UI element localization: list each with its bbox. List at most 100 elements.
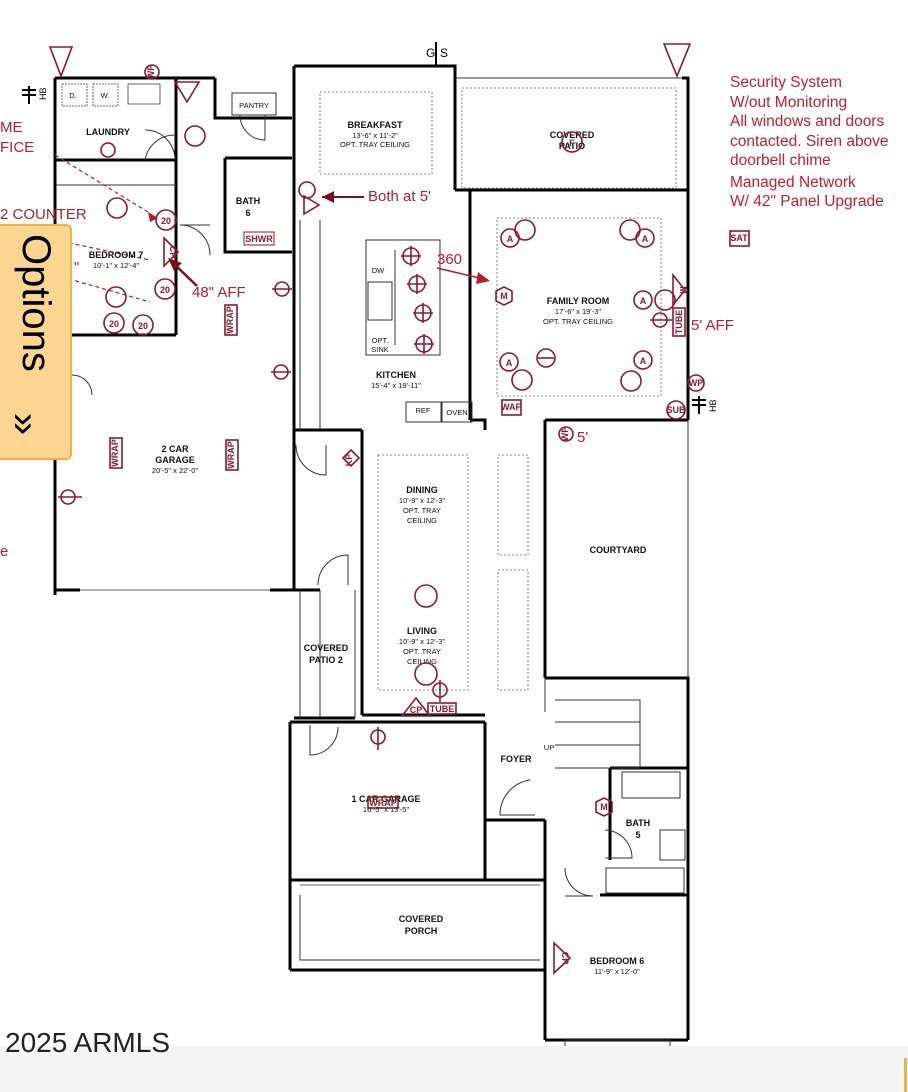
svg-text:TUBE: TUBE bbox=[430, 704, 455, 714]
svg-text:20: 20 bbox=[160, 285, 170, 295]
footer-bar bbox=[0, 1046, 908, 1092]
door-contact-icon bbox=[662, 43, 692, 79]
room-kitchen: KITCHEN bbox=[376, 370, 416, 380]
svg-text:20: 20 bbox=[109, 319, 119, 329]
svg-text:F: F bbox=[569, 138, 575, 148]
legend-line: Security System bbox=[730, 74, 842, 91]
svg-text:G: G bbox=[426, 46, 435, 60]
annotation-arrows bbox=[148, 191, 490, 287]
svg-text:GARAGE: GARAGE bbox=[155, 455, 195, 465]
svg-text:CEILING: CEILING bbox=[407, 516, 437, 525]
svg-text:WRAP: WRAP bbox=[226, 441, 236, 469]
svg-text:OVEN: OVEN bbox=[446, 408, 467, 417]
svg-text:5: 5 bbox=[635, 830, 640, 840]
svg-text:REF: REF bbox=[416, 406, 431, 415]
sensor-icon bbox=[514, 219, 536, 241]
legend-line: W/out Monitoring bbox=[730, 93, 848, 111]
room-dining: DINING bbox=[406, 485, 438, 495]
svg-text:WAF: WAF bbox=[501, 402, 521, 412]
svg-text:11'-9" x 12'-0": 11'-9" x 12'-0" bbox=[594, 967, 640, 976]
svg-text:A: A bbox=[507, 234, 514, 244]
svg-text:A: A bbox=[642, 234, 649, 244]
garage-doors bbox=[80, 589, 540, 886]
svg-text:WP: WP bbox=[146, 65, 156, 80]
svg-text:WRAP: WRAP bbox=[110, 439, 120, 467]
svg-text:A: A bbox=[640, 296, 647, 306]
room-bedroom7: BEDROOM 7 bbox=[89, 250, 144, 260]
annotation-both-at-5: Both at 5' bbox=[368, 188, 431, 205]
sensor-icon bbox=[654, 289, 676, 311]
sensor-icon bbox=[620, 370, 642, 392]
sensor-icon bbox=[414, 662, 438, 686]
annotation-office: FICE bbox=[0, 139, 34, 156]
legend-line: W/ 42" Panel Upgrade bbox=[730, 193, 884, 210]
svg-text:16'-5" x 13'-5": 16'-5" x 13'-5" bbox=[363, 805, 409, 814]
room-covered-patio2: COVERED bbox=[304, 643, 349, 653]
room-bath5: BATH bbox=[626, 818, 650, 828]
legend-line: Managed Network bbox=[730, 173, 856, 191]
scroll-indicator bbox=[904, 1058, 907, 1092]
svg-text:WP: WP bbox=[560, 427, 570, 442]
room-garage1: 1 CAR GARAGE bbox=[351, 794, 420, 804]
legend-line: doorbell chime bbox=[730, 152, 831, 169]
svg-text:SAT: SAT bbox=[730, 233, 748, 243]
room-labels: BREAKFAST 13'-6" x 11'-2" OPT. TRAY CEIL… bbox=[86, 101, 650, 976]
svg-text:S: S bbox=[440, 46, 448, 60]
room-foyer: FOYER bbox=[500, 754, 532, 764]
svg-text:PATIO: PATIO bbox=[559, 141, 585, 151]
options-label: Options bbox=[14, 234, 58, 372]
svg-text:TUBE: TUBE bbox=[674, 310, 684, 335]
copyright: 2025 ARMLS bbox=[5, 1027, 170, 1058]
doors bbox=[71, 114, 633, 897]
legend-line: All windows and doors bbox=[730, 113, 885, 130]
sensor-icon bbox=[100, 142, 116, 158]
legend-line: contacted. Siren above bbox=[730, 132, 889, 150]
svg-text:10'-1" x 12'-4": 10'-1" x 12'-4" bbox=[93, 261, 139, 270]
svg-text:CP: CP bbox=[560, 952, 570, 965]
room-family-room: FAMILY ROOM bbox=[547, 296, 610, 306]
svg-text:UP: UP bbox=[544, 743, 554, 752]
room-bedroom6: BEDROOM 6 bbox=[590, 956, 645, 966]
sensor-icon bbox=[106, 197, 128, 219]
svg-text:10'-9" x 12'-3": 10'-9" x 12'-3" bbox=[399, 496, 445, 505]
svg-text:WRAP: WRAP bbox=[369, 798, 397, 808]
svg-text:PATIO 2: PATIO 2 bbox=[309, 655, 343, 665]
svg-text:A: A bbox=[506, 358, 513, 368]
options-tab-button[interactable]: Options » bbox=[0, 224, 72, 460]
svg-text:CP: CP bbox=[168, 246, 178, 259]
svg-text:KP: KP bbox=[344, 454, 354, 467]
svg-text:": " bbox=[74, 259, 79, 276]
room-covered-porch: COVERED bbox=[399, 914, 444, 924]
svg-text:20: 20 bbox=[161, 216, 171, 226]
svg-text:WP: WP bbox=[689, 378, 704, 388]
sensor-icon bbox=[414, 584, 438, 608]
svg-text:OPT. TRAY: OPT. TRAY bbox=[403, 506, 441, 515]
annotation-5-aff: 5' AFF bbox=[691, 317, 734, 334]
svg-text:PORCH: PORCH bbox=[405, 926, 438, 936]
fixture-labels: SHWR DW OPT. SINK REF OVEN UP D. W. bbox=[61, 83, 554, 752]
wrap-label: WRAP WRAP WRAP WRAP bbox=[109, 304, 399, 809]
svg-text:CP: CP bbox=[410, 705, 423, 715]
svg-text:OPT. TRAY CEILING: OPT. TRAY CEILING bbox=[543, 317, 613, 326]
security-symbols: F 20 20 20 20 A A A A A bbox=[22, 42, 750, 975]
svg-text:17'-6" x 19'-3": 17'-6" x 19'-3" bbox=[555, 307, 601, 316]
svg-text:M: M bbox=[600, 802, 608, 812]
switch-icon bbox=[58, 281, 672, 750]
room-covered-patio: COVERED bbox=[550, 130, 595, 140]
svg-text:A: A bbox=[640, 356, 647, 366]
room-pantry: PANTRY bbox=[239, 101, 269, 110]
room-garage2: 2 CAR bbox=[161, 444, 189, 454]
svg-text:e: e bbox=[0, 543, 8, 560]
sensor-icon bbox=[511, 369, 533, 391]
svg-text:M: M bbox=[500, 291, 508, 301]
svg-text:20'-5" x 22'-0": 20'-5" x 22'-0" bbox=[152, 466, 198, 475]
room-laundry: LAUNDRY bbox=[86, 127, 130, 137]
svg-text:SINK: SINK bbox=[371, 345, 389, 354]
room-living: LIVING bbox=[407, 626, 437, 636]
door-contact-icon bbox=[48, 46, 74, 79]
svg-text:DW: DW bbox=[372, 266, 385, 275]
sensor-icon bbox=[536, 348, 556, 368]
room-courtyard: COURTYARD bbox=[590, 545, 647, 555]
annotation-48-aff: 48" AFF bbox=[192, 284, 246, 301]
